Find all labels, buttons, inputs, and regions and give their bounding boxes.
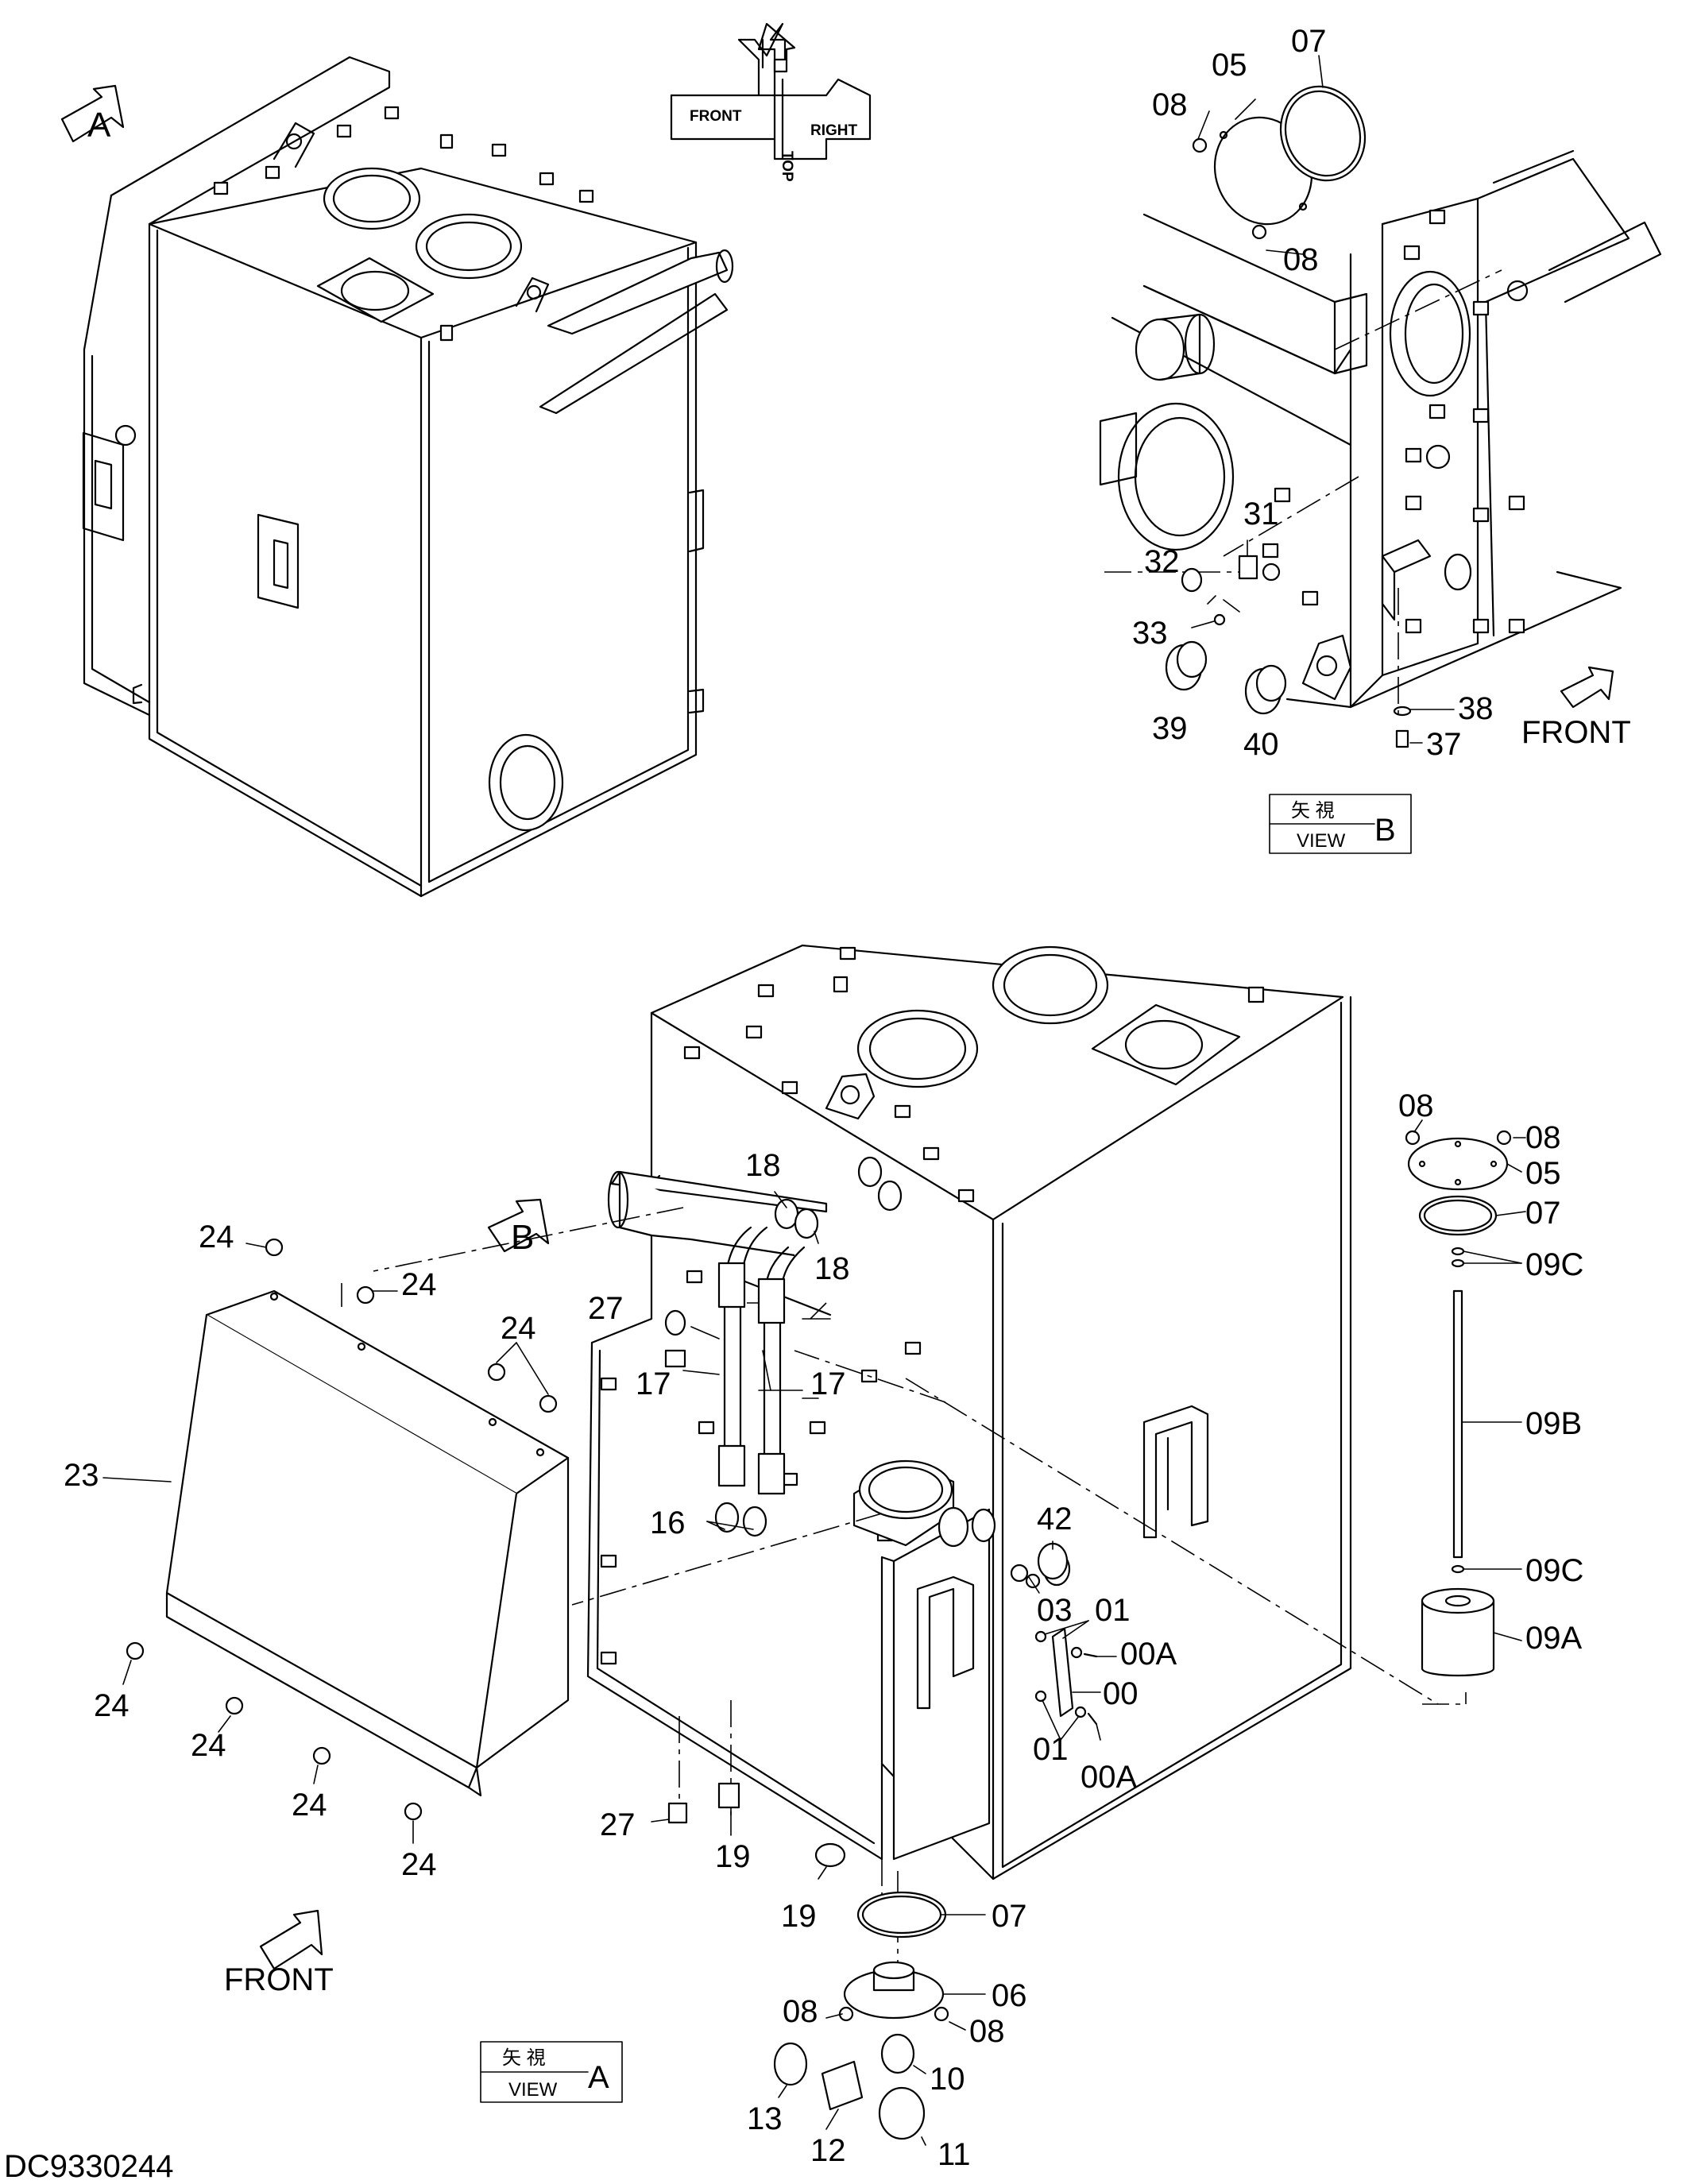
view-box-a-jp: 矢 視 <box>502 2047 546 2069</box>
callout-00a: 00A <box>1120 1637 1177 1672</box>
callout-17: 17 <box>636 1366 671 1401</box>
callout-39: 39 <box>1152 711 1188 746</box>
callout-27: 27 <box>588 1291 624 1326</box>
callout-07: 07 <box>992 1899 1027 1934</box>
filter-parts-column <box>1405 1119 1526 1677</box>
callout-08: 08 <box>1152 87 1188 122</box>
callout-24: 24 <box>401 1267 437 1302</box>
callout-03: 03 <box>1037 1593 1073 1628</box>
view-box-b-en: VIEW <box>1297 830 1346 852</box>
callout-18: 18 <box>745 1148 781 1183</box>
callout-18: 18 <box>814 1251 850 1286</box>
callout-00: 00 <box>1103 1676 1139 1711</box>
callout-24: 24 <box>292 1788 327 1823</box>
callout-00a: 00A <box>1081 1760 1137 1795</box>
callout-09b: 09B <box>1525 1406 1582 1441</box>
callout-12: 12 <box>810 2133 846 2168</box>
orientation-front-label: FRONT <box>690 108 742 125</box>
callout-37: 37 <box>1426 727 1462 762</box>
view-arrow-a-label: A <box>87 106 111 145</box>
tank-isometric-top-left <box>82 56 734 898</box>
callout-24: 24 <box>401 1847 437 1882</box>
callout-09c: 09C <box>1525 1553 1583 1588</box>
callout-05: 05 <box>1525 1156 1561 1191</box>
callout-24: 24 <box>94 1688 130 1723</box>
orientation-badge: FRONT TOP RIGHT <box>670 22 872 182</box>
callout-08: 08 <box>1398 1088 1434 1123</box>
front-arrow-bottom <box>259 1909 323 1970</box>
view-arrow-b-bottom: B <box>487 1198 550 1257</box>
callout-01: 01 <box>1033 1732 1069 1767</box>
view-box-a: 矢 視 VIEW A <box>480 2041 623 2103</box>
callout-24: 24 <box>191 1728 226 1763</box>
callout-08: 08 <box>1283 242 1319 277</box>
view-box-a-letter: A <box>588 2060 609 2095</box>
callout-19: 19 <box>781 1899 817 1934</box>
tank-exploded-assembly <box>102 944 1467 2146</box>
callout-19: 19 <box>715 1839 751 1874</box>
callout-24: 24 <box>199 1220 234 1254</box>
view-box-b-letter: B <box>1374 813 1396 848</box>
callout-40: 40 <box>1243 727 1279 762</box>
orientation-top-label: TOP <box>779 151 795 182</box>
callout-01: 01 <box>1095 1593 1131 1628</box>
view-arrow-b-label: B <box>511 1218 534 1257</box>
callout-05: 05 <box>1212 48 1247 83</box>
callout-31: 31 <box>1243 497 1279 532</box>
callout-08: 08 <box>1525 1120 1561 1155</box>
view-box-b: 矢 視 VIEW B <box>1269 794 1412 854</box>
callout-07: 07 <box>1291 24 1327 59</box>
drawing-id: DC9330244 <box>4 2149 174 2184</box>
orientation-right-label: RIGHT <box>810 122 858 139</box>
callout-32: 32 <box>1144 544 1180 579</box>
front-label-bottom: FRONT <box>224 1962 334 1997</box>
part-callouts: 05 07 08 08 31 32 33 37 38 39 40 FRONT 0… <box>4 24 1631 2184</box>
callout-07: 07 <box>1525 1196 1561 1231</box>
callout-08: 08 <box>783 1994 818 2029</box>
view-b-detail <box>1099 55 1662 748</box>
callout-38: 38 <box>1458 691 1494 726</box>
callout-33: 33 <box>1132 616 1168 651</box>
callout-10: 10 <box>930 2062 965 2097</box>
callout-27: 27 <box>600 1807 636 1842</box>
view-box-b-jp: 矢 視 <box>1291 800 1335 821</box>
view-box-a-en: VIEW <box>508 2079 558 2101</box>
callout-09c: 09C <box>1525 1247 1583 1282</box>
callout-08: 08 <box>969 2014 1005 2049</box>
callout-42: 42 <box>1037 1502 1073 1537</box>
view-arrow-a-top: A <box>60 84 125 145</box>
callout-24: 24 <box>501 1311 536 1346</box>
callout-09a: 09A <box>1525 1621 1582 1656</box>
callout-23: 23 <box>64 1458 99 1493</box>
front-label-top: FRONT <box>1521 715 1631 750</box>
callout-06: 06 <box>992 1978 1027 2013</box>
callout-17: 17 <box>810 1366 846 1401</box>
callout-13: 13 <box>747 2101 783 2136</box>
callout-16: 16 <box>650 1506 686 1540</box>
callout-11: 11 <box>937 2137 971 2172</box>
